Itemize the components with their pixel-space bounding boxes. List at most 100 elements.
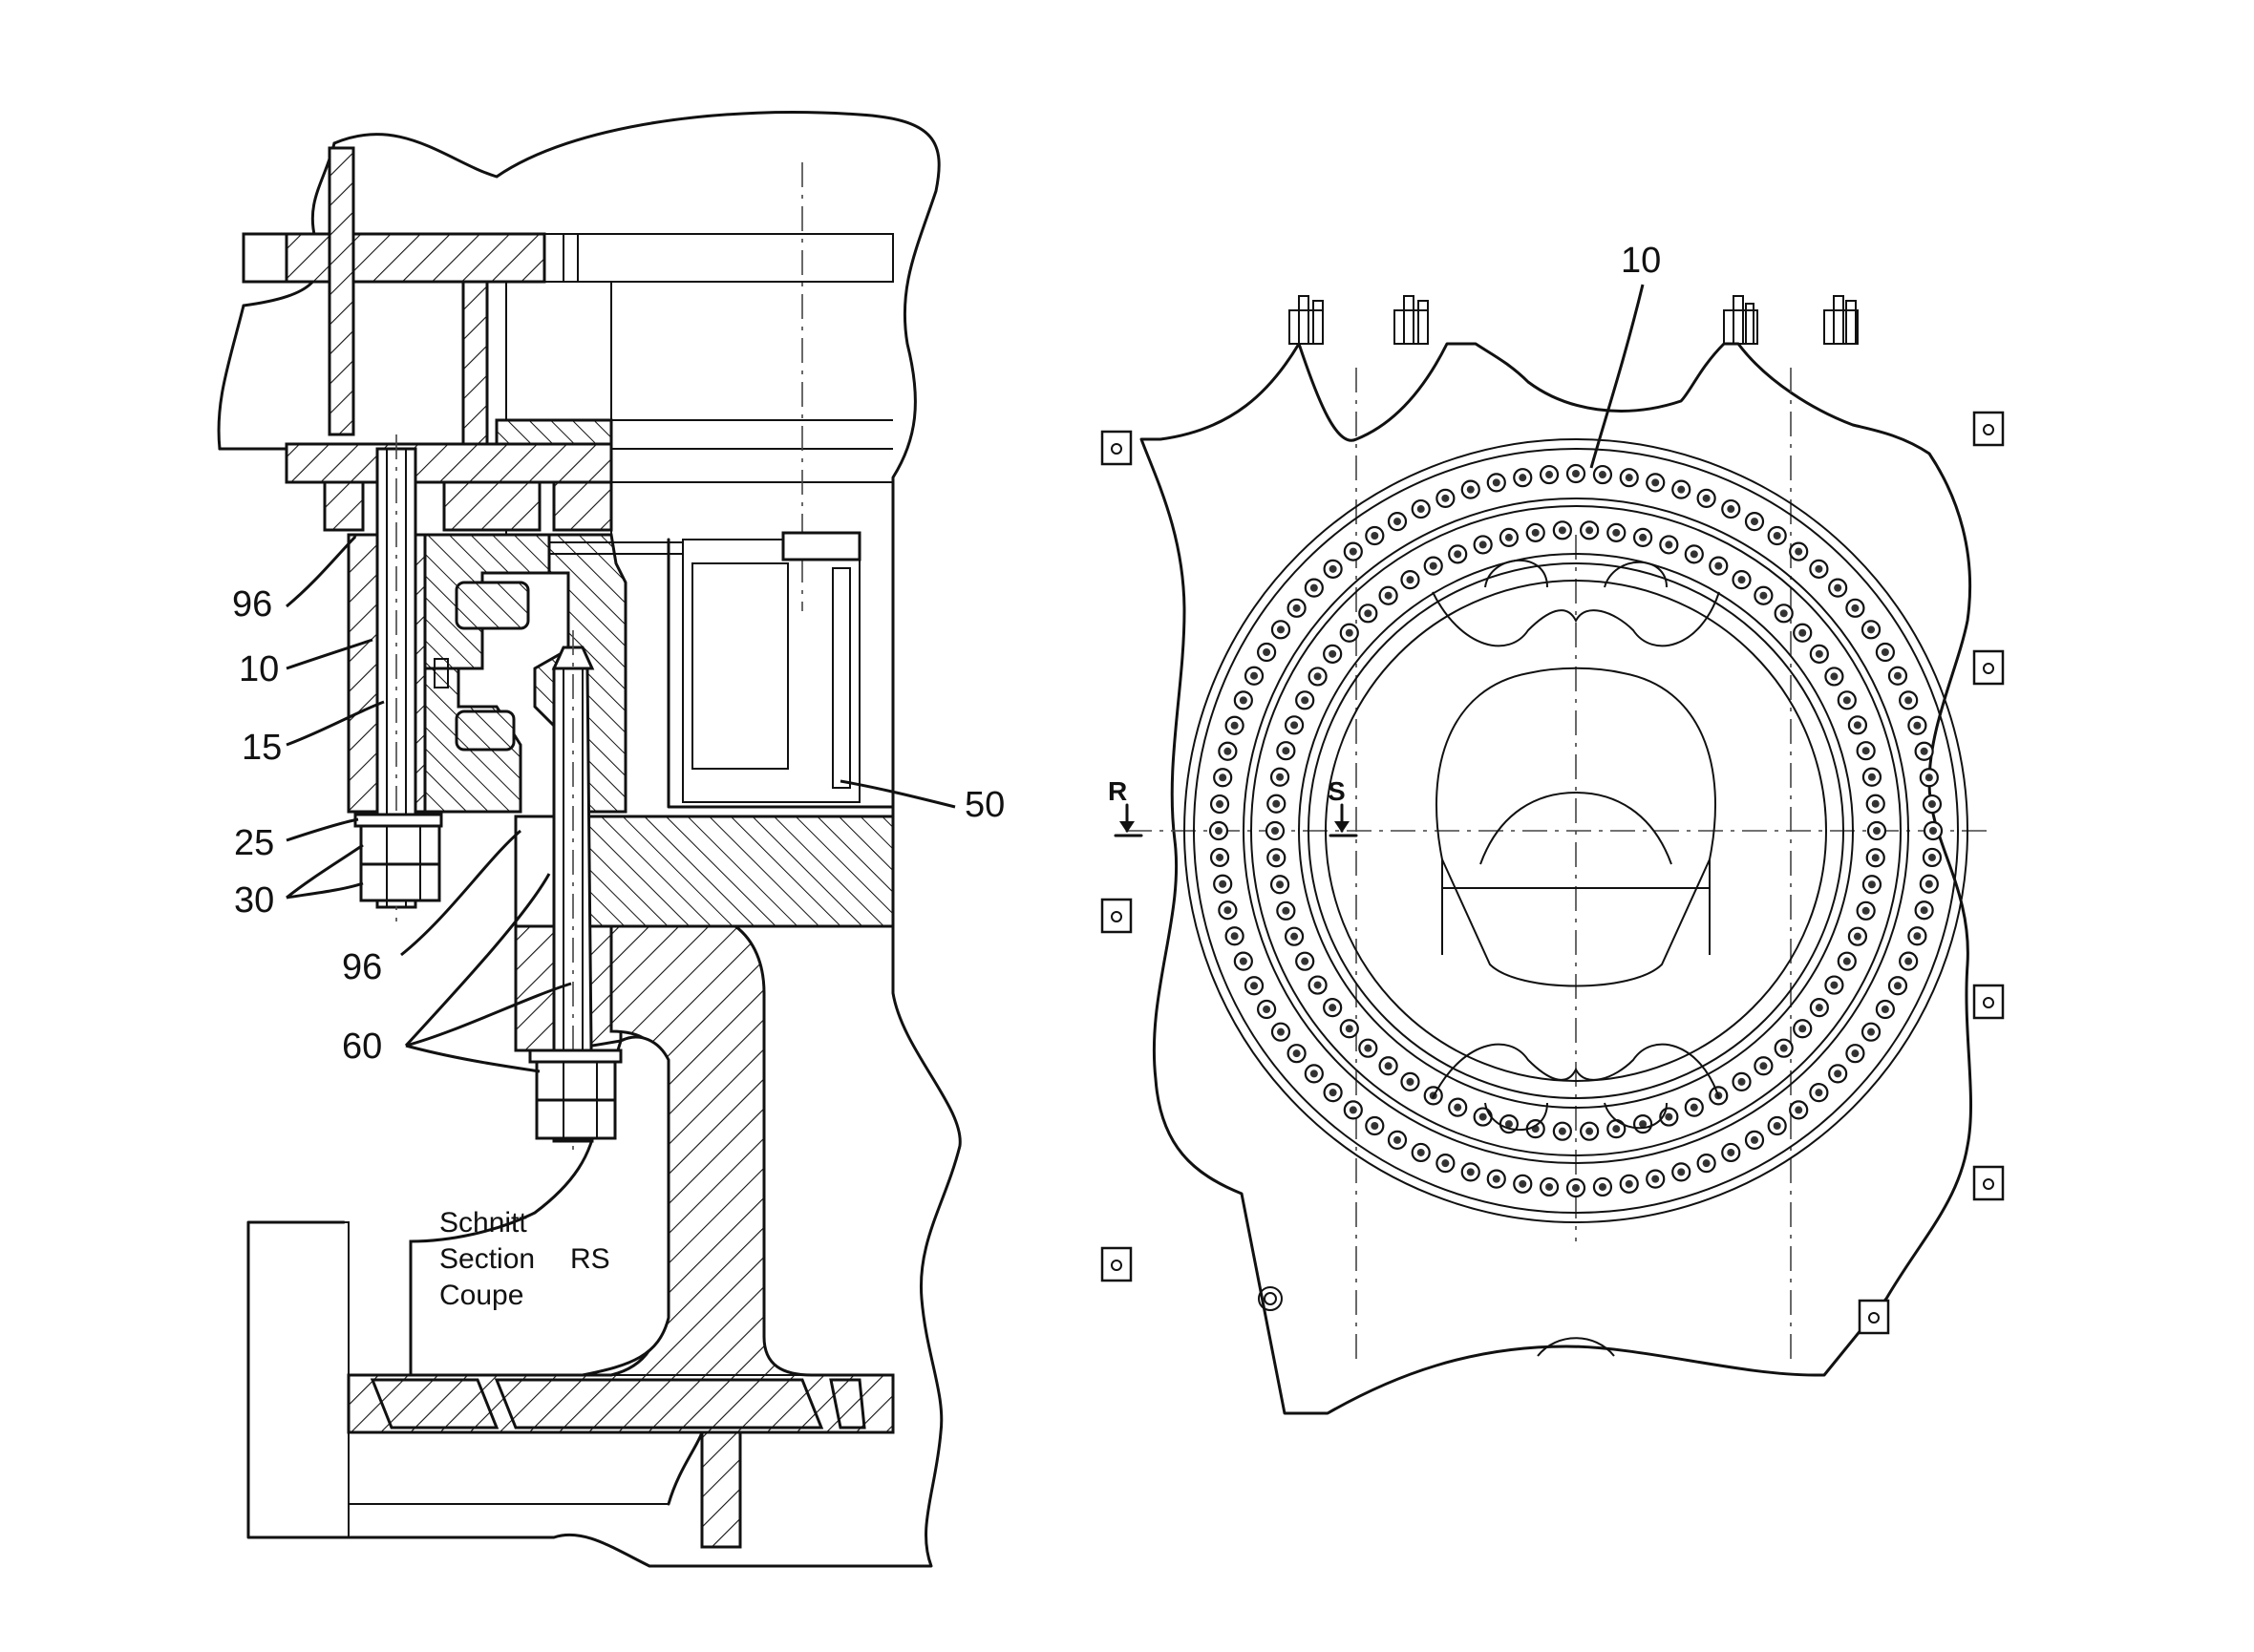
- bolt-hole-center: [1625, 1179, 1633, 1188]
- middle-plate: [285, 442, 613, 484]
- bolt-hole-center: [1301, 696, 1309, 705]
- bolt-hole-center: [1873, 827, 1881, 835]
- mounting-lug-hole: [1111, 1260, 1122, 1271]
- bolt-hole-center: [1842, 957, 1851, 965]
- bearing-outer-ring: [1183, 438, 1968, 1223]
- bolt-hole-center: [1773, 531, 1781, 540]
- bolt-hole-center: [1612, 1125, 1621, 1133]
- bolt-hole-center: [1727, 1148, 1735, 1156]
- bolt-hole-center: [1815, 1089, 1823, 1097]
- bolt-hole-center: [1795, 547, 1803, 556]
- bolt-hole-center: [1519, 474, 1527, 482]
- washer-60: [528, 1048, 623, 1064]
- bolt-hole-center: [1349, 547, 1357, 556]
- label-10-plan: 10: [1621, 241, 1661, 281]
- bolt-hole-center: [1665, 540, 1673, 549]
- bolt-hole-center: [1478, 540, 1487, 549]
- bolt-hole-center: [1871, 799, 1880, 808]
- bolt-hole-center: [1904, 696, 1913, 705]
- plan-view: R S 10: [1100, 241, 2005, 1415]
- bolt-hole-center: [1329, 1004, 1337, 1012]
- mounting-lug: [1972, 1165, 2005, 1201]
- bolt-hole-center: [1504, 533, 1513, 541]
- bolt-hole-center: [1625, 474, 1633, 482]
- bolt-hole-center: [1492, 1175, 1500, 1183]
- bolt-hole-center: [1393, 518, 1401, 526]
- mounting-lug-hole: [1868, 1312, 1880, 1324]
- marker-r: R: [1108, 776, 1127, 806]
- bolt-hole-center: [1313, 672, 1322, 681]
- bolt-hole-center: [1861, 747, 1870, 755]
- mounting-lug: [1100, 430, 1133, 466]
- bolt-hole-center: [1598, 1182, 1606, 1191]
- bolt-hole-center: [1779, 1044, 1788, 1052]
- bolt-hole-center: [1416, 1148, 1425, 1156]
- leader-30b: [286, 881, 364, 900]
- bolt-hole-center: [1702, 494, 1711, 502]
- bolt-hole-center: [1751, 1135, 1758, 1144]
- bolt-hole-center: [1309, 1070, 1318, 1078]
- bolt-hole-center: [1364, 1044, 1372, 1052]
- leader-60b: [405, 982, 572, 1048]
- bolt-hole-center: [1282, 906, 1290, 915]
- label-25: 25: [234, 823, 274, 863]
- bolt-hole-center: [1853, 721, 1861, 730]
- roller: [455, 581, 530, 630]
- bolt-hole-center: [1927, 800, 1936, 809]
- bolt-hole-center: [1830, 981, 1839, 989]
- mounting-lug: [1100, 1246, 1133, 1282]
- bolt-hole-center: [1349, 1106, 1357, 1114]
- bolt-hole-center: [1867, 773, 1876, 781]
- bolt-hole-center: [1665, 1112, 1673, 1121]
- bolt-hole-center: [1851, 1049, 1860, 1058]
- bolt-hole-center: [1276, 880, 1285, 889]
- bolt-hole-center: [1751, 518, 1758, 526]
- mounting-lug-hole: [1983, 663, 1994, 674]
- mounting-lug-hole: [1111, 443, 1122, 455]
- drive-box-50: [682, 539, 861, 803]
- mounting-lug: [1100, 898, 1133, 934]
- leader-10-plan: [1589, 284, 1645, 469]
- bolt-hole-center: [1585, 1127, 1594, 1135]
- bolt-hole-center: [1798, 1025, 1807, 1033]
- bolt-hole-center: [1519, 1179, 1527, 1188]
- bolt-hole-center: [1271, 827, 1279, 835]
- bolt-hole-center: [1276, 625, 1285, 634]
- bolt-hole-center: [1904, 957, 1913, 965]
- bolt-hole-center: [1466, 1168, 1475, 1176]
- bolt-hole-center: [1230, 932, 1239, 941]
- mounting-lug-hole: [1111, 911, 1122, 922]
- bolt-hole-center: [1384, 591, 1393, 600]
- leader-15: [286, 700, 385, 747]
- section-view: 96 10 15 25 30 96 60 50 Schnitt Section …: [217, 111, 1005, 1568]
- bolt-hole-center: [1893, 671, 1902, 680]
- bolt-hole-center: [1702, 1159, 1711, 1168]
- bolt-hole-center: [1861, 906, 1870, 915]
- label-96b: 96: [342, 947, 382, 987]
- bolt-hole-center: [1545, 1182, 1554, 1191]
- lower-flange: [542, 815, 895, 928]
- bolt-hole-center: [1215, 827, 1223, 835]
- mounting-lug-hole: [1983, 424, 1994, 435]
- bolt-hole-center: [1272, 799, 1281, 808]
- bolt-hole-center: [1867, 625, 1876, 634]
- top-flange: [285, 232, 546, 284]
- bolt-hole-center: [1276, 773, 1285, 781]
- leader-60a: [404, 873, 551, 1048]
- bolt-hole-center: [1345, 628, 1353, 637]
- leader-25: [286, 817, 359, 842]
- label-50: 50: [965, 785, 1005, 825]
- leader-96a: [286, 535, 357, 608]
- bolt-hole-center: [1371, 531, 1379, 540]
- nut-30: [359, 824, 441, 866]
- bolt-hole-center: [1276, 1027, 1285, 1036]
- bolt-hole-center: [1871, 854, 1880, 862]
- bolt-hole-center: [1572, 470, 1580, 477]
- bolt-hole-center: [1714, 561, 1723, 570]
- bolt-hole-center: [1329, 1089, 1337, 1097]
- bolt-hole-center: [1690, 550, 1698, 559]
- bolt-hole-center: [1371, 1122, 1379, 1131]
- bolt-hole-center: [1834, 1070, 1842, 1078]
- label-15: 15: [242, 728, 282, 768]
- bolt-hole-center: [1531, 528, 1540, 537]
